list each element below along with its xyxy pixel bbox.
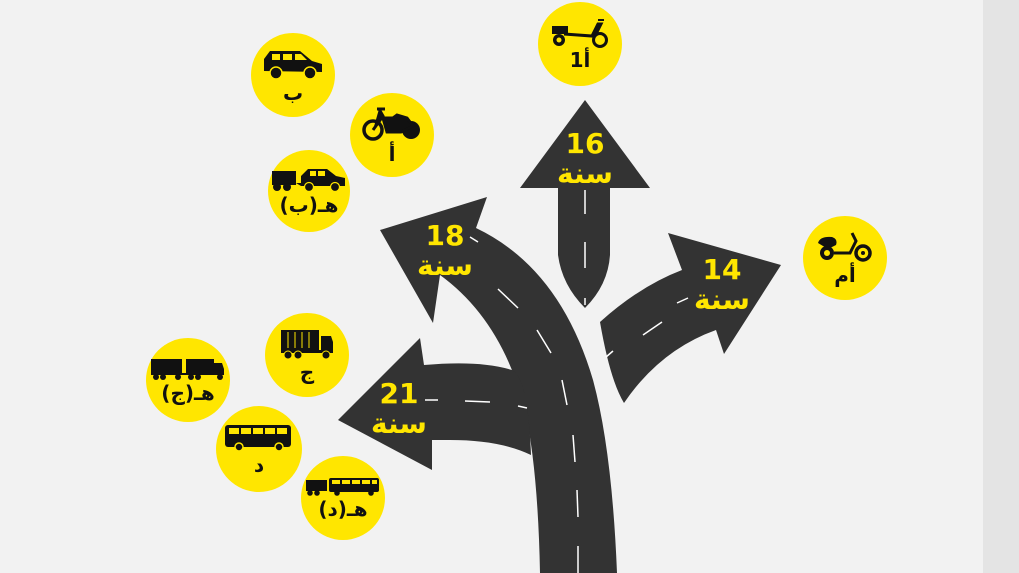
badge-a1: أ1 bbox=[538, 2, 622, 86]
badge-a: أ bbox=[350, 93, 434, 177]
badge-e-d: هـ(د) bbox=[301, 456, 385, 540]
arrow-left-21 bbox=[338, 338, 531, 470]
motorcycle-icon bbox=[362, 107, 420, 141]
truck-with-trailer-icon bbox=[151, 359, 224, 380]
badge-am: أم bbox=[803, 216, 887, 300]
bus-with-trailer-icon bbox=[306, 478, 379, 496]
badge-e-c: هـ(ج) bbox=[146, 338, 230, 422]
badge-e-b: هـ(ب) bbox=[268, 150, 350, 232]
bus-icon bbox=[225, 425, 291, 452]
badge-d: د bbox=[216, 406, 302, 492]
car-with-trailer-icon bbox=[272, 169, 345, 193]
badge-c: ج bbox=[265, 313, 349, 397]
scooter-delivery-icon bbox=[552, 19, 608, 48]
truck-icon bbox=[281, 330, 333, 360]
arrow-up-left-18 bbox=[380, 197, 617, 573]
arrow-right-14 bbox=[600, 233, 781, 403]
age-label-18: 18 سنة bbox=[417, 219, 473, 282]
side-strip bbox=[983, 0, 1019, 573]
age-label-14: 14 سنة bbox=[694, 253, 750, 316]
age-label-21: 21 سنة bbox=[371, 377, 427, 440]
moped-icon bbox=[818, 232, 872, 262]
badge-b: ب bbox=[251, 33, 335, 117]
car-icon bbox=[264, 51, 322, 80]
age-label-16: 16 سنة bbox=[557, 127, 613, 190]
